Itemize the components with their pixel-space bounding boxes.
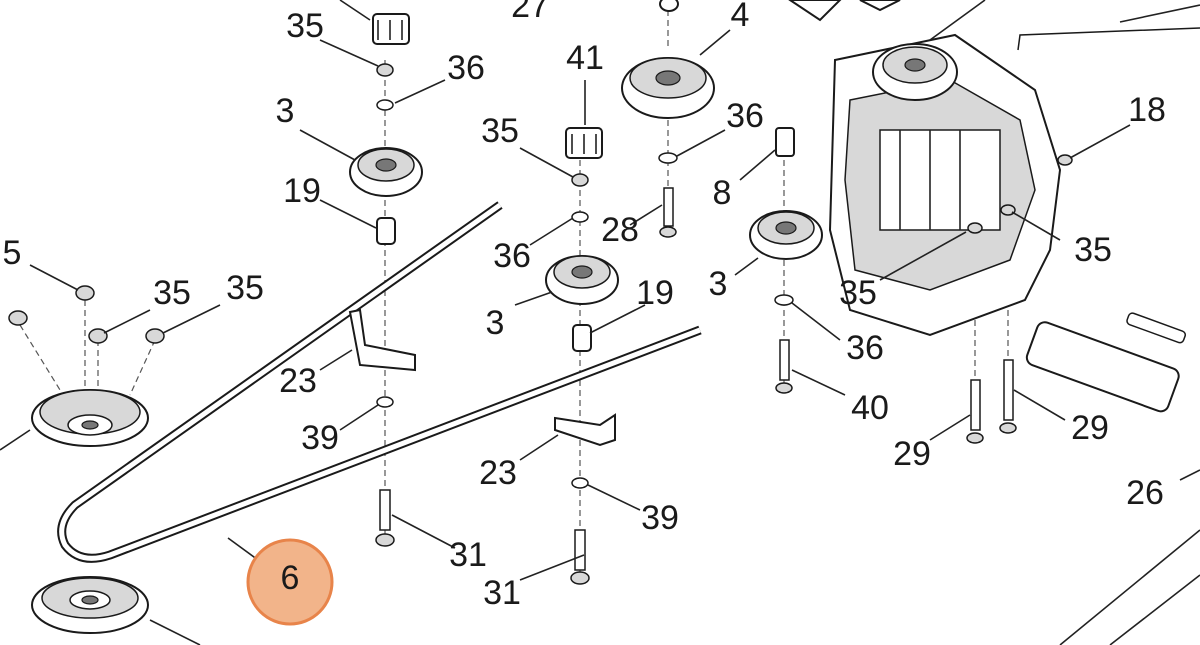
spacer-b [572, 324, 592, 352]
deck-pulley-lower[interactable] [31, 576, 149, 634]
label-29[interactable]: 29 [893, 435, 931, 473]
label-27[interactable]: 27 [511, 0, 549, 25]
bracket-top [788, 0, 901, 22]
label-35[interactable]: 35 [286, 7, 324, 45]
idler-bracket-a[interactable] [348, 308, 416, 372]
part-labels: 27 35 36 3 19 5 35 35 41 35 36 28 4 36 8… [3, 0, 1166, 612]
bolt-31a [375, 489, 395, 547]
label-40[interactable]: 40 [851, 389, 889, 427]
label-5[interactable]: 5 [3, 234, 22, 272]
label-41[interactable]: 41 [566, 39, 604, 77]
nuts-left [8, 285, 165, 344]
idler-pulley-c[interactable] [749, 210, 823, 260]
spacer-8 [775, 127, 795, 157]
label-35[interactable]: 35 [153, 274, 191, 312]
label-39[interactable]: 39 [301, 419, 339, 457]
label-19[interactable]: 19 [283, 172, 321, 210]
washer-b [571, 211, 589, 223]
bushing-top-a [372, 13, 410, 45]
control-rod [1017, 4, 1200, 51]
label-3[interactable]: 3 [709, 265, 728, 303]
spacer-a [376, 217, 396, 245]
engine-pulley[interactable] [621, 0, 715, 119]
label-28[interactable]: 28 [601, 211, 639, 249]
idler-pulley-b[interactable] [545, 255, 619, 305]
washer-a [376, 99, 394, 111]
highlight-circle [246, 538, 334, 626]
nut-a [376, 63, 394, 77]
label-4[interactable]: 4 [731, 0, 750, 34]
label-31[interactable]: 31 [483, 574, 521, 612]
label-31[interactable]: 31 [449, 536, 487, 574]
label-36[interactable]: 36 [493, 237, 531, 275]
idler-bracket-b[interactable] [554, 413, 616, 447]
label-18[interactable]: 18 [1128, 91, 1166, 129]
label-36[interactable]: 36 [846, 329, 884, 367]
label-36[interactable]: 36 [726, 97, 764, 135]
bushing-top-b [565, 127, 603, 159]
highlight-label: 6 [281, 559, 300, 597]
washer-39b [571, 477, 589, 489]
bolt-31b [570, 529, 590, 585]
bolt-40 [775, 339, 793, 394]
label-3[interactable]: 3 [486, 304, 505, 342]
transaxle[interactable] [828, 33, 1187, 414]
label-35[interactable]: 35 [839, 274, 877, 312]
label-3[interactable]: 3 [276, 92, 295, 130]
nut-b [571, 173, 589, 187]
label-35[interactable]: 35 [1074, 231, 1112, 269]
label-23[interactable]: 23 [279, 362, 317, 400]
label-23[interactable]: 23 [479, 454, 517, 492]
frame-rail [1059, 529, 1200, 645]
idler-pulley-a[interactable] [349, 147, 423, 197]
deck-pulley-upper[interactable] [31, 389, 149, 447]
label-26[interactable]: 26 [1126, 474, 1164, 512]
label-36[interactable]: 36 [447, 49, 485, 87]
highlight-callout-6[interactable]: 6 [246, 538, 334, 626]
drive-belt[interactable] [57, 201, 702, 563]
label-35[interactable]: 35 [226, 269, 264, 307]
washer-c [658, 152, 678, 164]
bolt-28 [659, 187, 677, 238]
washer-d [774, 294, 794, 306]
label-35[interactable]: 35 [481, 112, 519, 150]
label-19[interactable]: 19 [636, 274, 674, 312]
washer-39a [376, 396, 394, 408]
label-39[interactable]: 39 [641, 499, 679, 537]
bolts-29 [966, 359, 1017, 444]
label-29[interactable]: 29 [1071, 409, 1109, 447]
label-8[interactable]: 8 [713, 174, 732, 212]
